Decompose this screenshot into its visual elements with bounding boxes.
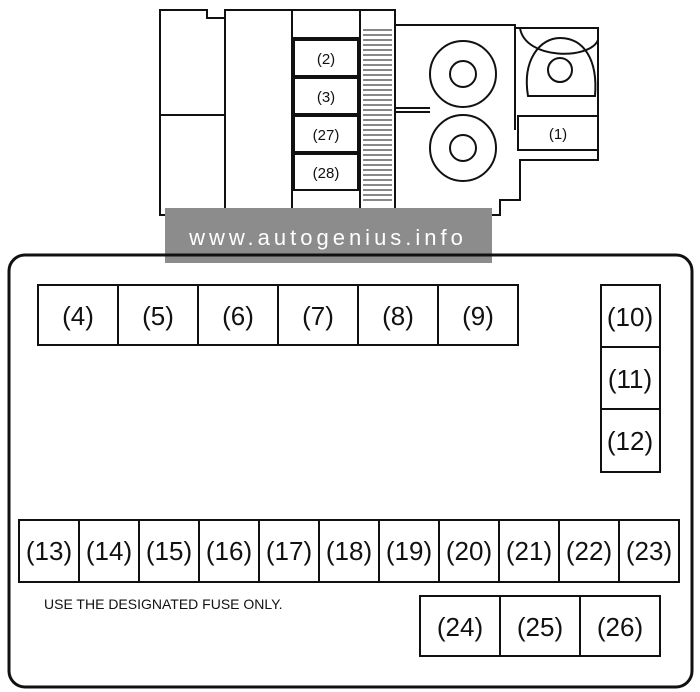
fuse-25: (25) <box>499 595 581 657</box>
fuse-23: (23) <box>618 519 680 583</box>
fuse-label: (13) <box>26 536 72 566</box>
fuse-label: (14) <box>86 536 132 566</box>
fuse-19: (19) <box>378 519 440 583</box>
fuse-label: (12) <box>607 426 653 456</box>
fuse-20: (20) <box>438 519 500 583</box>
fuse-26: (26) <box>579 595 661 657</box>
fuse-label: (21) <box>506 536 552 566</box>
fuse-label: (1) <box>549 126 567 143</box>
fuse-label: (5) <box>142 301 174 331</box>
fuse-13: (13) <box>18 519 80 583</box>
fuse-label: (18) <box>326 536 372 566</box>
upper-fuse-2: (2) <box>293 39 359 77</box>
main-panel-outline <box>7 253 694 689</box>
fuse-15: (15) <box>138 519 200 583</box>
fuse-label: (16) <box>206 536 252 566</box>
upper-fuse-28: (28) <box>293 153 359 191</box>
fuse-notice: USE THE DESIGNATED FUSE ONLY. <box>44 596 283 612</box>
fuse-label: (23) <box>626 536 672 566</box>
fuse-label: (9) <box>462 301 494 331</box>
terminal-hatching <box>363 29 392 201</box>
fuse-label: (8) <box>382 301 414 331</box>
fuse-label: (25) <box>517 612 563 642</box>
fuse-label: (17) <box>266 536 312 566</box>
fuse-label: (19) <box>386 536 432 566</box>
fuse-label: (2) <box>317 51 335 68</box>
fuse-label: (20) <box>446 536 492 566</box>
stud-outer <box>429 40 497 108</box>
fuse-9: (9) <box>437 284 519 346</box>
fuse-5: (5) <box>117 284 199 346</box>
fuse-6: (6) <box>197 284 279 346</box>
fuse-8: (8) <box>357 284 439 346</box>
fuse-label: (7) <box>302 301 334 331</box>
upper-fuse-3: (3) <box>293 77 359 115</box>
fuse-label: (24) <box>437 612 483 642</box>
mount-tab <box>525 36 597 97</box>
watermark-text: www.autogenius.info <box>188 225 467 250</box>
bracket-outline <box>514 27 599 130</box>
fuse-22: (22) <box>558 519 620 583</box>
fuse-7: (7) <box>277 284 359 346</box>
upper-fuse-27: (27) <box>293 115 359 153</box>
mount-hole <box>547 57 573 83</box>
fuse-14: (14) <box>78 519 140 583</box>
fuse-16: (16) <box>198 519 260 583</box>
fuse-label: (28) <box>313 165 340 182</box>
fuse-label: (10) <box>607 302 653 332</box>
upper-block <box>159 9 599 216</box>
fuse-24: (24) <box>419 595 501 657</box>
terminal-strip <box>359 9 396 216</box>
fuse-label: (22) <box>566 536 612 566</box>
fuse-label: (11) <box>608 364 652 394</box>
fuse-21: (21) <box>498 519 560 583</box>
fuse-4: (4) <box>37 284 119 346</box>
stud-inner <box>449 134 477 162</box>
fuse-label: (4) <box>62 301 94 331</box>
fuse-12: (12) <box>600 408 661 473</box>
fuse-label: (26) <box>597 612 643 642</box>
fuse-11: (11) <box>600 346 661 410</box>
stud-outer <box>429 114 497 182</box>
fuse-17: (17) <box>258 519 320 583</box>
fuse-10: (10) <box>600 284 661 348</box>
fuse-label: (15) <box>146 536 192 566</box>
fuse-18: (18) <box>318 519 380 583</box>
stud-inner <box>449 60 477 88</box>
fuse-label: (6) <box>222 301 254 331</box>
fuse-label: (3) <box>317 89 335 106</box>
fuse-label: (27) <box>313 127 340 144</box>
cable-channel <box>395 107 430 113</box>
upper-fuse-1: (1) <box>517 115 599 151</box>
